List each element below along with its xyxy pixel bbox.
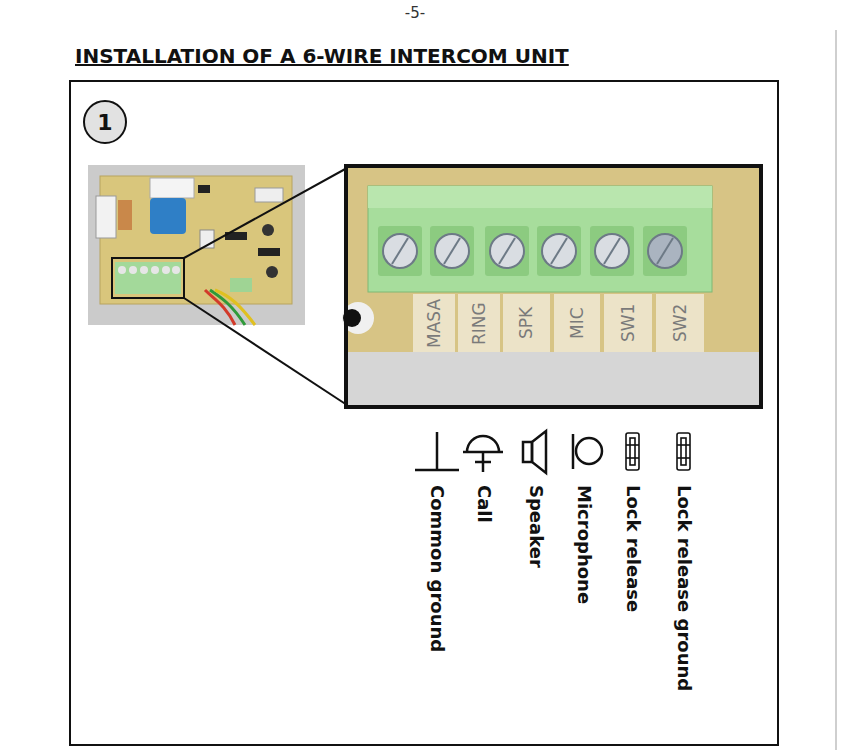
chip: [198, 185, 210, 193]
inset-housing: [346, 352, 761, 407]
wire-description: Common ground: [427, 485, 448, 652]
terminal-block: [368, 186, 712, 292]
callout-circle: 1: [83, 100, 127, 144]
wire-description: Lock release ground: [674, 485, 695, 691]
terminal-block: [115, 262, 181, 294]
terminal-label: RING: [469, 302, 489, 345]
screws: [383, 234, 682, 268]
ground-symbol: [415, 432, 459, 470]
screws: [118, 266, 180, 274]
white-part: [150, 178, 194, 198]
symbols: [415, 431, 690, 473]
sockets: [378, 226, 687, 276]
pcb: [100, 176, 292, 304]
relay: [150, 198, 186, 234]
inset-border: [346, 166, 761, 407]
bell-symbol: [463, 436, 503, 472]
callout-number: 1: [97, 110, 112, 135]
terminal-label: SW2: [670, 304, 690, 342]
label-sticker: [255, 188, 283, 202]
lock-symbol: [677, 433, 690, 470]
zoom-marker: [112, 258, 184, 298]
terminal-label: MASA: [424, 298, 444, 347]
label-strips: [413, 294, 704, 352]
terminal: [230, 278, 252, 292]
connector: [96, 196, 116, 238]
wire: [215, 290, 255, 325]
lock-symbol: [626, 433, 639, 470]
zoom-line: [184, 298, 347, 405]
wire-description: Lock release: [623, 485, 644, 612]
wire-description: Speaker: [526, 485, 547, 568]
frame: [70, 81, 778, 745]
page-edge: [835, 30, 837, 750]
terminal-label: SW1: [618, 304, 638, 342]
speaker-symbol: [523, 431, 546, 473]
terminal-label: SPK: [516, 307, 536, 339]
microphone-symbol: [573, 434, 602, 469]
page-number: -5-: [405, 4, 425, 22]
wire-description: Microphone: [574, 485, 595, 604]
title: INSTALLATION OF A 6-WIRE INTERCOM UNIT: [75, 44, 569, 68]
chip: [258, 248, 280, 256]
zoom-line: [184, 168, 347, 258]
inset: [342, 166, 761, 407]
inset-pcb: [346, 166, 761, 407]
button: [266, 266, 278, 278]
button: [262, 224, 274, 236]
wire-description: Call: [474, 485, 495, 523]
pcb-photo: [88, 165, 305, 325]
terminal-top: [368, 186, 712, 208]
terminal-label: MIC: [567, 307, 587, 339]
housing: [88, 165, 305, 325]
coil: [118, 200, 132, 230]
